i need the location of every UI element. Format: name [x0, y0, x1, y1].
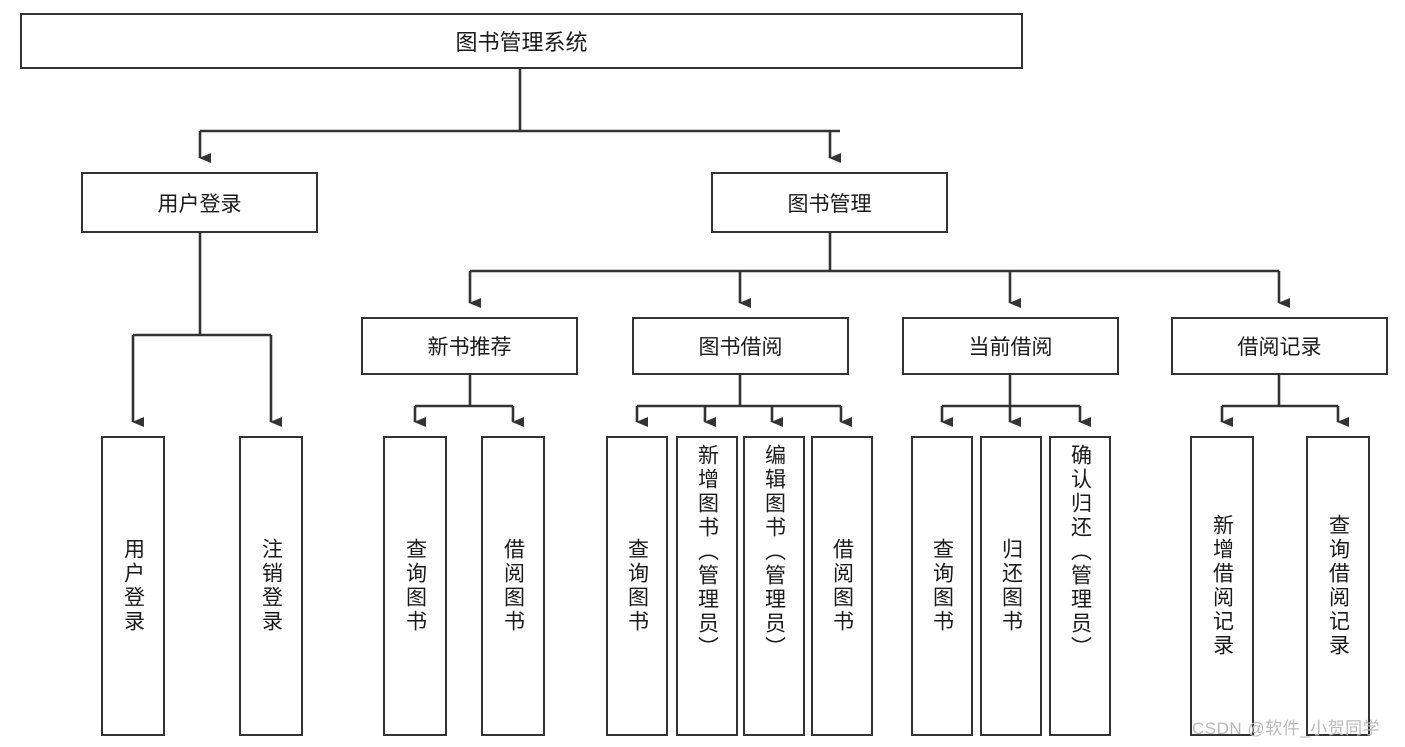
node-label: 当前借阅: [968, 336, 1053, 359]
leaf-label: 借阅图书: [830, 538, 854, 634]
node-root-book-management-system[interactable]: 图书管理系统: [20, 13, 1023, 69]
leaf-query-book-borrow[interactable]: 查询图书: [606, 436, 668, 736]
node-current-borrow[interactable]: 当前借阅: [902, 317, 1119, 375]
leaf-query-book-recommend[interactable]: 查询图书: [383, 436, 447, 736]
node-label: 图书管理系统: [455, 30, 588, 55]
leaf-confirm-return-admin[interactable]: 确认归还（管理员）: [1049, 436, 1111, 736]
leaf-return-book[interactable]: 归还图书: [980, 436, 1042, 736]
node-borrow-record[interactable]: 借阅记录: [1171, 317, 1388, 375]
node-label: 图书借阅: [698, 336, 783, 359]
node-label: 借阅记录: [1237, 336, 1322, 359]
leaf-label: 编辑图书（管理员）: [762, 444, 786, 660]
leaf-query-book-current[interactable]: 查询图书: [911, 436, 973, 736]
watermark-text: CSDN @软件_小贺同学: [1192, 719, 1381, 738]
leaf-query-borrow-record[interactable]: 查询借阅记录: [1306, 436, 1370, 736]
node-book-management[interactable]: 图书管理: [711, 172, 948, 233]
leaf-label: 新增借阅记录: [1210, 514, 1234, 658]
leaf-label: 查询图书: [403, 538, 427, 634]
node-book-borrow[interactable]: 图书借阅: [632, 317, 849, 375]
node-label: 图书管理: [787, 192, 872, 216]
leaf-add-book-admin[interactable]: 新增图书（管理员）: [676, 436, 738, 736]
leaf-logout-login[interactable]: 注销登录: [239, 436, 303, 736]
leaf-label: 借阅图书: [501, 538, 525, 634]
leaf-label: 注销登录: [259, 538, 283, 634]
node-label: 用户登录: [157, 192, 242, 216]
leaf-user-login[interactable]: 用户登录: [101, 436, 165, 736]
leaf-label: 查询图书: [625, 538, 649, 634]
leaf-label: 确认归还（管理员）: [1068, 444, 1092, 660]
leaf-edit-book-admin[interactable]: 编辑图书（管理员）: [743, 436, 805, 736]
node-user-login[interactable]: 用户登录: [81, 172, 318, 233]
node-label: 新书推荐: [427, 336, 512, 359]
leaf-borrow-book-recommend[interactable]: 借阅图书: [481, 436, 545, 736]
leaf-add-borrow-record[interactable]: 新增借阅记录: [1190, 436, 1254, 736]
leaf-label: 归还图书: [999, 538, 1023, 634]
leaf-label: 用户登录: [121, 538, 145, 634]
leaf-label: 新增图书（管理员）: [695, 444, 719, 660]
leaf-label: 查询图书: [930, 538, 954, 634]
leaf-borrow-book[interactable]: 借阅图书: [811, 436, 873, 736]
leaf-label: 查询借阅记录: [1326, 514, 1350, 658]
node-new-book-recommend[interactable]: 新书推荐: [361, 317, 578, 375]
